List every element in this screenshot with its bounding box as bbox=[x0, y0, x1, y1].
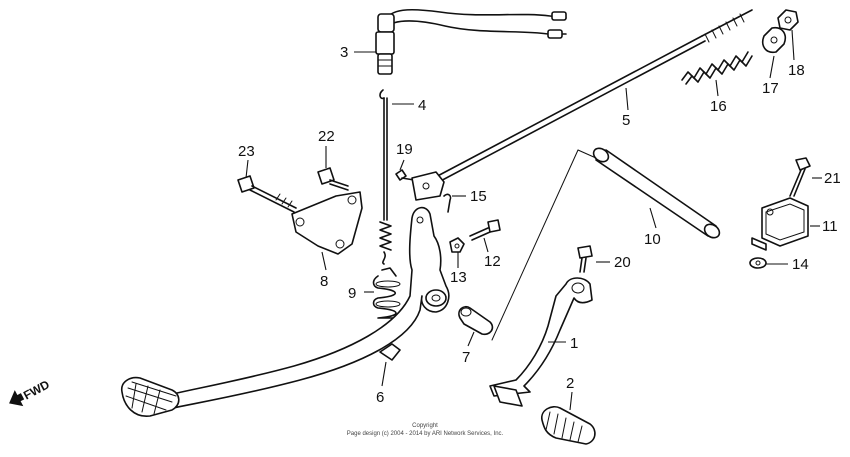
callout-16[interactable]: 16 bbox=[710, 98, 727, 115]
callout-17[interactable]: 17 bbox=[762, 80, 779, 97]
callout-18[interactable]: 18 bbox=[788, 62, 805, 79]
part-13-nut[interactable] bbox=[449, 237, 465, 253]
rod-bracket bbox=[411, 171, 445, 201]
part-2-shift-rubber[interactable] bbox=[541, 405, 596, 445]
callout-labels: 1 2 3 4 5 6 7 8 9 10 11 12 13 14 15 16 1… bbox=[238, 44, 841, 406]
callout-9[interactable]: 9 bbox=[348, 285, 356, 302]
part-1-gear-shift-arm[interactable] bbox=[489, 277, 593, 407]
leader-lines bbox=[245, 29, 822, 411]
callout-12[interactable]: 12 bbox=[484, 253, 501, 270]
callout-11[interactable]: 11 bbox=[822, 218, 838, 235]
copyright-line-2: Page design (c) 2004 - 2014 by ARI Netwo… bbox=[347, 431, 504, 437]
part-12-bolt[interactable] bbox=[469, 219, 501, 241]
part-4-switch-spring[interactable] bbox=[379, 89, 392, 265]
fwd-arrow-icon bbox=[9, 390, 25, 407]
part-14-nut[interactable] bbox=[749, 257, 767, 269]
part-22-bolt[interactable] bbox=[317, 167, 349, 191]
callout-15[interactable]: 15 bbox=[470, 188, 487, 205]
fwd-direction-indicator: FWD bbox=[9, 377, 52, 407]
part-6-pedal-stopper[interactable] bbox=[379, 343, 401, 361]
part-11-cover[interactable] bbox=[751, 197, 809, 251]
copyright-line-1: Copyright bbox=[412, 423, 438, 429]
callout-13[interactable]: 13 bbox=[450, 269, 467, 286]
callout-21[interactable]: 21 bbox=[824, 170, 841, 187]
part-5-brake-rod[interactable] bbox=[429, 9, 753, 186]
callout-3[interactable]: 3 bbox=[340, 44, 348, 61]
part-3-stop-switch[interactable] bbox=[375, 8, 567, 75]
callout-4[interactable]: 4 bbox=[418, 97, 426, 114]
callout-8[interactable]: 8 bbox=[320, 273, 328, 290]
callout-23[interactable]: 23 bbox=[238, 143, 255, 160]
part-23-bolt[interactable] bbox=[237, 175, 297, 213]
part-20-bolt[interactable] bbox=[577, 245, 593, 273]
callout-22[interactable]: 22 bbox=[318, 128, 335, 145]
callout-6[interactable]: 6 bbox=[376, 389, 384, 406]
callout-1[interactable]: 1 bbox=[570, 335, 578, 352]
brake-pedal-arm[interactable] bbox=[155, 206, 450, 411]
part-16-rod-spring[interactable] bbox=[681, 51, 753, 85]
callout-19[interactable]: 19 bbox=[396, 141, 413, 158]
part-9-return-spring[interactable] bbox=[372, 267, 401, 319]
part-10-pivot-shaft[interactable] bbox=[591, 145, 722, 240]
part-7-collar[interactable] bbox=[458, 305, 494, 336]
part-21-bolt[interactable] bbox=[789, 157, 811, 197]
callout-2[interactable]: 2 bbox=[566, 375, 574, 392]
fwd-label: FWD bbox=[21, 377, 52, 402]
callout-7[interactable]: 7 bbox=[462, 349, 470, 366]
callout-14[interactable]: 14 bbox=[792, 256, 809, 273]
part-8-stopper-plate[interactable] bbox=[291, 191, 363, 255]
part-15-cotter-pin[interactable] bbox=[443, 193, 452, 213]
brake-pedal-pad[interactable] bbox=[120, 376, 180, 417]
copyright-notice: Copyright Page design (c) 2004 - 2014 by… bbox=[347, 423, 504, 437]
callout-5[interactable]: 5 bbox=[622, 112, 630, 129]
part-17-rod-joint[interactable] bbox=[761, 26, 787, 54]
callout-10[interactable]: 10 bbox=[644, 231, 661, 248]
callout-20[interactable]: 20 bbox=[614, 254, 631, 271]
part-18-adjusting-nut[interactable] bbox=[777, 9, 799, 31]
